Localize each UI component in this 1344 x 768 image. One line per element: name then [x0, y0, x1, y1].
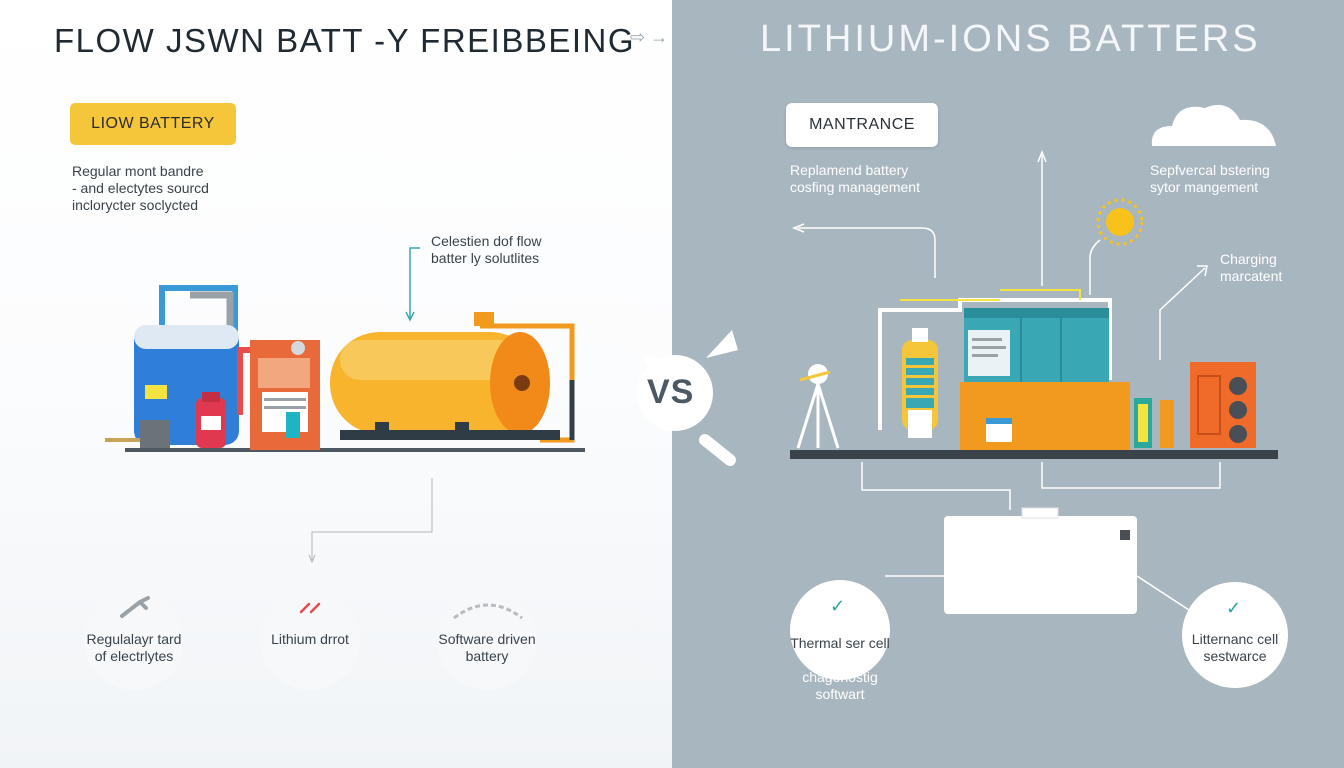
feature-circle-5 [1182, 582, 1288, 688]
feature-4-line-1: Thermal ser cell [790, 635, 890, 651]
vs-label: VS [647, 373, 695, 411]
feature-4-line-2: managentic [803, 652, 877, 668]
link-icon [299, 602, 321, 614]
feature-4-line-3: chagonostig [802, 669, 878, 685]
check-icon: ✓ [830, 596, 846, 616]
left-description-line-2: - and electytes sourcd [72, 180, 209, 196]
feature-1-line-1: Regulalayr tard [86, 631, 182, 647]
feature-2-line-1: Lithium drrot [271, 631, 349, 647]
chain-icon [453, 603, 523, 620]
flow-battery-illustration [105, 247, 585, 564]
right-description-line-2: cosfing management [790, 179, 920, 195]
charging-line-2: marcatent [1220, 268, 1283, 284]
feature-3-line-2: battery [465, 648, 509, 664]
vs-circle [637, 355, 713, 431]
feature-5-line-1: Litternanc cell [1191, 631, 1279, 647]
wrench-icon [120, 596, 150, 618]
feature-circle-4 [790, 580, 890, 680]
top-right-line-1: Sepfvercal bstering [1150, 162, 1270, 178]
left-description-line-3: inclorycter soclycted [72, 197, 199, 213]
left-title: FLOW JSWN BATT -Y FREIBBEING [54, 22, 636, 59]
arrow-icon: ⇨ → [630, 27, 669, 47]
feature-circle-3 [437, 590, 537, 690]
feature-5-line-2: sestwarce [1203, 648, 1267, 664]
left-description-line-1: Regular mont bandre [72, 163, 204, 179]
feature-3-line-1: Software driven [438, 631, 536, 647]
flow-battery-badge: LIOW BATTERY [70, 103, 236, 145]
feature-circle-2 [260, 590, 360, 690]
feature-4-line-4: softwart [815, 686, 865, 702]
callout-line-1: Celestien dof flow [431, 233, 542, 249]
right-description-line-1: Replamend battery [790, 162, 909, 178]
maintenance-badge: MANTRANCE [786, 103, 938, 147]
right-title: LITHIUM-IONS BATTERS [760, 18, 1261, 60]
feature-1-line-2: of electrlytes [94, 648, 174, 664]
check-icon: ✓ [1226, 598, 1242, 618]
charging-line-1: Charging [1220, 251, 1277, 267]
top-right-line-2: sytor mangement [1150, 179, 1259, 195]
callout-line-2: batter ly solutlites [431, 250, 540, 266]
